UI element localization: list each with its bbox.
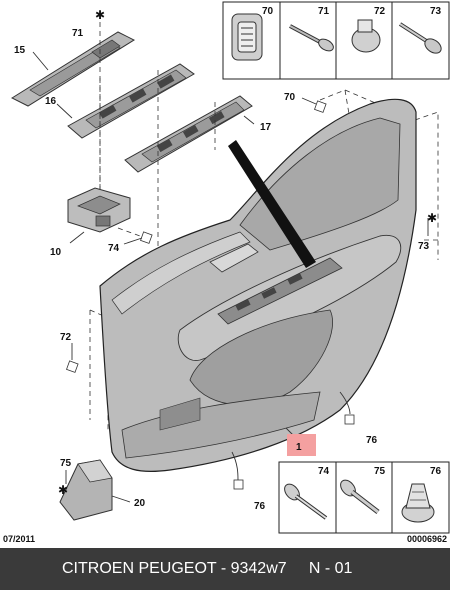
star-icon: ✱ — [427, 211, 437, 225]
rivet-75-icon — [340, 479, 380, 514]
reference-code: 00006962 — [406, 534, 447, 544]
callout-1: 1 — [296, 442, 302, 453]
star-icon: ✱ — [95, 8, 105, 22]
callout-74: 74 — [108, 243, 120, 254]
legend-label-70: 70 — [262, 6, 274, 17]
footer-bar: CITROEN PEUGEOT - 9342w7 N - 01 — [0, 548, 450, 590]
callout-73: 73 — [418, 241, 430, 252]
clip-76-icon — [401, 483, 435, 523]
legend-label-73: 73 — [430, 6, 442, 17]
screw-71-icon — [289, 24, 334, 52]
fastener-markers — [66, 100, 355, 490]
switch-bezel-15 — [10, 31, 136, 107]
callout-17: 17 — [260, 122, 272, 133]
legend-label-72: 72 — [374, 6, 386, 17]
legend-bottom — [278, 461, 450, 534]
screw-73-icon — [398, 22, 442, 54]
callout-10: 10 — [50, 247, 62, 258]
exploded-parts-diagram: 70 71 72 73 — [10, 1, 450, 534]
door-trim-panel-1 — [99, 98, 417, 473]
date-code: 07/2011 — [3, 534, 36, 544]
callout-16: 16 — [45, 96, 57, 107]
clip-70-icon — [231, 13, 263, 61]
clip-72-icon — [351, 19, 381, 53]
callout-76-lower: 76 — [254, 501, 266, 512]
star-markers: ✱ ✱ ✱ — [58, 8, 437, 497]
legend-label-75: 75 — [374, 466, 386, 477]
legend-top — [222, 1, 450, 80]
leader-lines — [32, 51, 429, 503]
rivet-74-icon — [284, 483, 328, 520]
leader-line-17 — [228, 140, 316, 268]
legend-label-71: 71 — [318, 6, 330, 17]
part-1-highlight — [287, 434, 316, 456]
footer-text: CITROEN PEUGEOT - 9342w7 N - 01 — [62, 560, 353, 577]
callout-72: 72 — [60, 332, 72, 343]
legend-label-74: 74 — [318, 466, 330, 477]
callout-15: 15 — [14, 45, 26, 56]
bracket-10 — [67, 187, 131, 233]
star-icon: ✱ — [58, 483, 68, 497]
switch-bezel-17 — [124, 95, 253, 173]
switch-bezel-16 — [67, 63, 195, 139]
callout-76-upper: 76 — [366, 435, 378, 446]
callout-20: 20 — [134, 498, 146, 509]
callout-70: 70 — [284, 92, 296, 103]
cover-20 — [59, 459, 113, 521]
callout-75: 75 — [60, 458, 72, 469]
legend-label-76: 76 — [430, 466, 442, 477]
callout-71: 71 — [72, 28, 84, 39]
